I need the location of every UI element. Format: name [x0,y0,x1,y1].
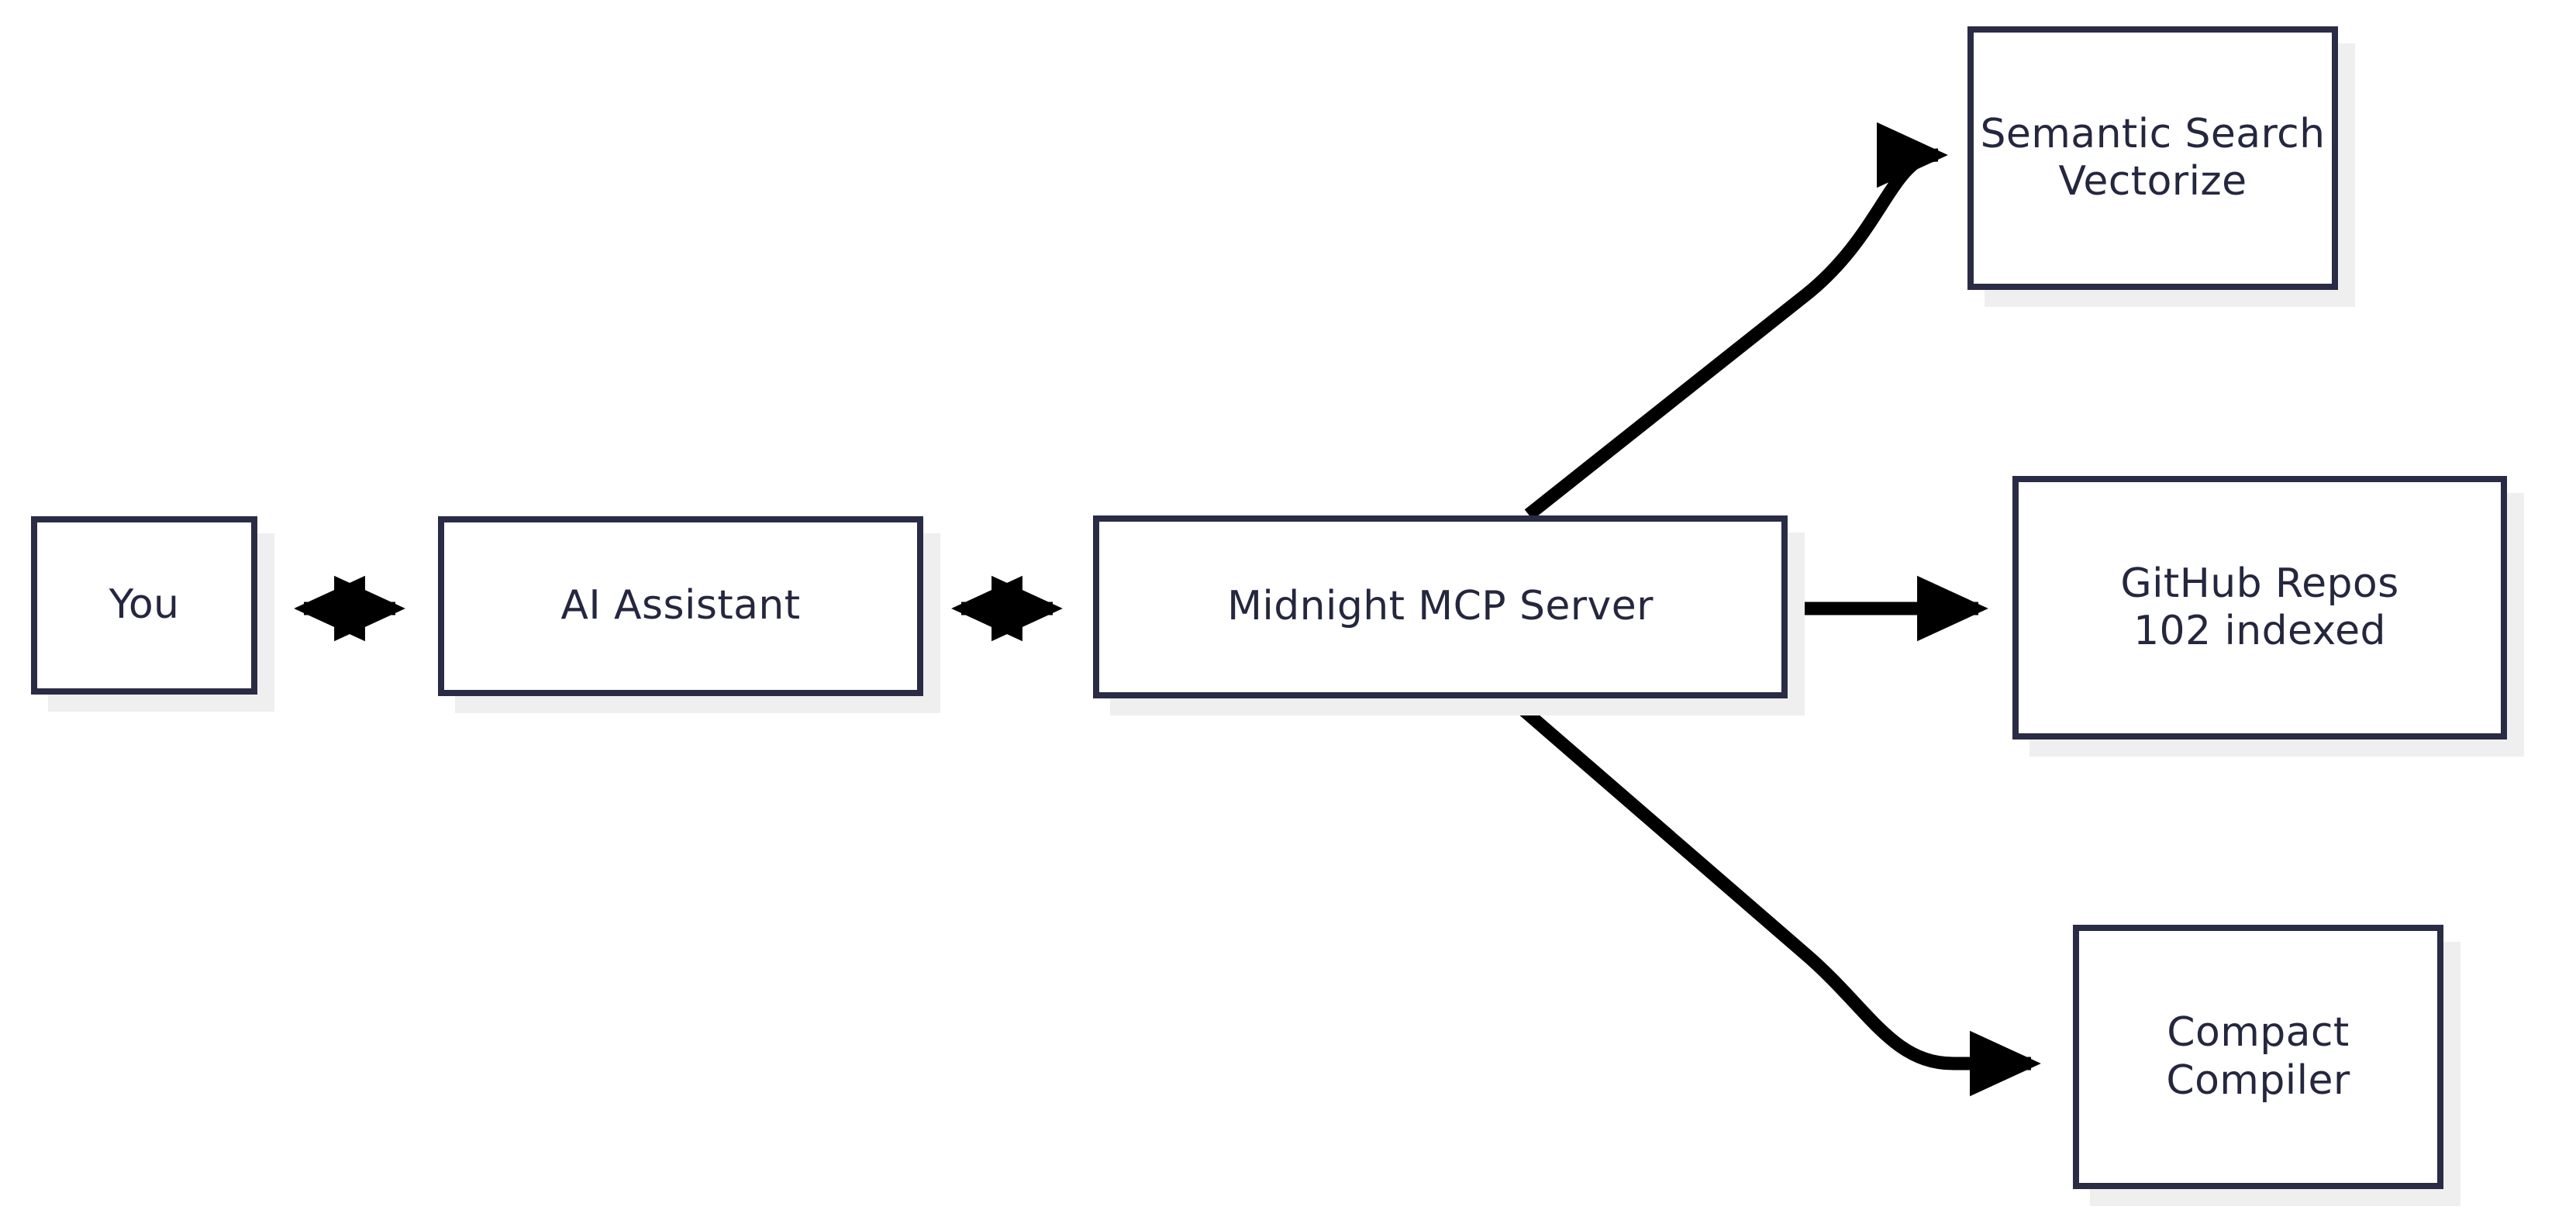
node-semantic-search-vectorize-label-line-2: Vectorize [2058,158,2247,205]
node-semantic-search-vectorize[interactable]: Semantic Search Vectorize [1967,26,2338,290]
node-github-repos-label-line-1: GitHub Repos [2120,560,2399,607]
node-semantic-search-vectorize-label-line-1: Semantic Search [1980,110,2326,157]
node-midnight-mcp-server[interactable]: Midnight MCP Server [1093,515,1788,698]
edge-mcp-semantic [1524,122,1948,520]
node-compact-compiler-label-line-1: Compact [2167,1009,2350,1057]
edge-mcp-compact [1505,693,2041,1097]
node-compact-compiler[interactable]: Compact Compiler [2073,925,2443,1189]
node-ai-assistant-label-line-1: AI Assistant [560,582,801,629]
node-github-repos-label-line-2: 102 indexed [2133,608,2386,654]
node-midnight-mcp-server-label-line-1: Midnight MCP Server [1227,583,1654,630]
node-compact-compiler-label-line-2: Compiler [2166,1057,2350,1104]
node-you[interactable]: You [31,516,257,695]
node-ai-assistant[interactable]: AI Assistant [438,516,923,696]
node-github-repos[interactable]: GitHub Repos 102 indexed [2012,476,2507,740]
node-you-label-line-1: You [109,581,180,629]
